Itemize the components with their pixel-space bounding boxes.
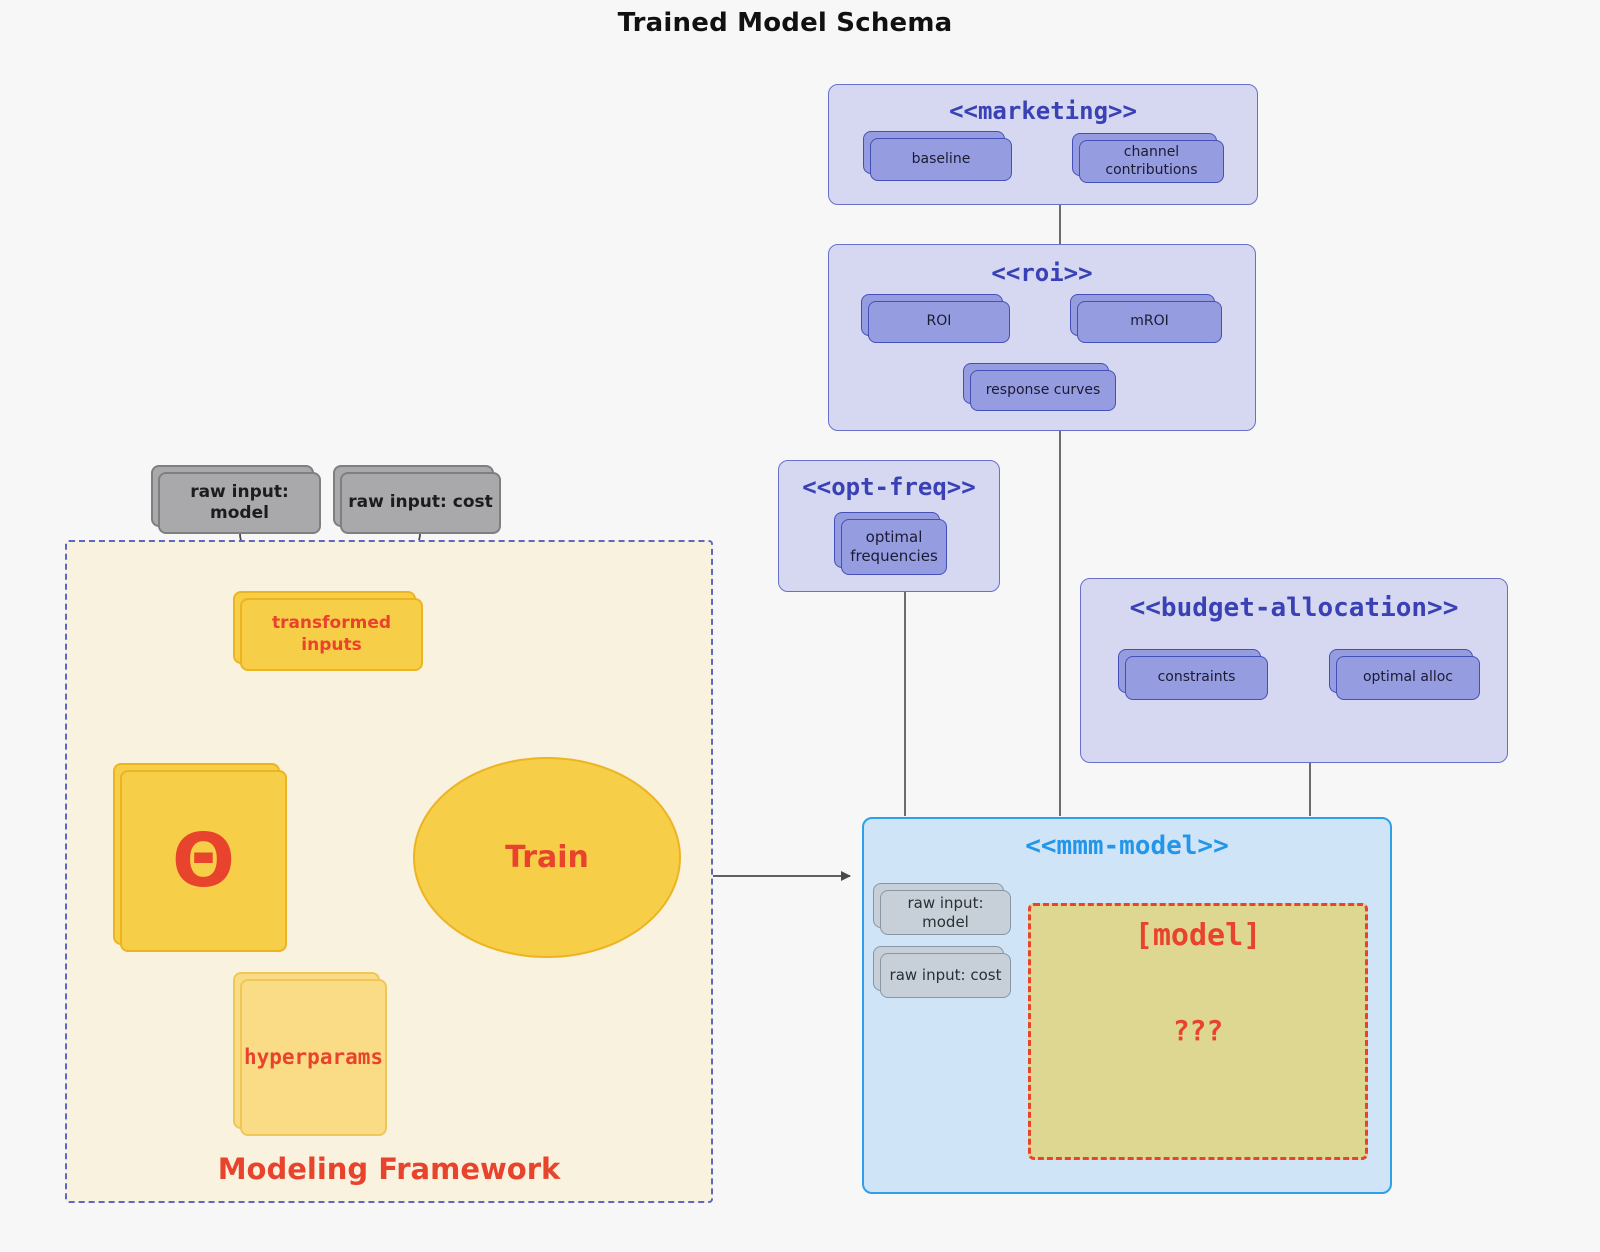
theta-symbol: Θ (172, 817, 235, 904)
node-label: raw input: cost (348, 492, 493, 513)
node-label: optimal frequencies (850, 528, 938, 565)
node-label: transformed inputs (271, 613, 392, 655)
node-label: hyperparams (243, 1045, 384, 1070)
group-marketing-title: <<marketing>> (949, 97, 1137, 125)
node-mmm-raw-input-cost: raw input: cost (873, 946, 1011, 998)
node-label: response curves (985, 381, 1101, 398)
node-label: Train (505, 840, 589, 875)
node-raw-input-cost: raw input: cost (333, 465, 501, 534)
framework-label: Modeling Framework (217, 1152, 561, 1186)
node-label: optimal alloc (1362, 669, 1453, 686)
node-roi: ROI (861, 294, 1010, 343)
model-unknown-text: ??? (1172, 1014, 1224, 1047)
node-label: baseline (911, 150, 971, 167)
group-opt-freq-title: <<opt-freq>> (802, 473, 976, 501)
group-mmm-model-title: <<mmm-model>> (1025, 831, 1229, 861)
node-train: Train (413, 757, 681, 958)
node-baseline: baseline (863, 131, 1012, 181)
node-label: raw input: cost (889, 966, 1002, 985)
node-theta: Θ (113, 763, 287, 952)
node-label: raw input: model (190, 481, 289, 523)
node-raw-input-model: raw input: model (151, 465, 321, 534)
group-budget-allocation-title: <<budget-allocation>> (1129, 593, 1459, 623)
node-mmm-raw-input-model: raw input: model (873, 883, 1011, 935)
model-label: [model] (1134, 918, 1262, 953)
node-label: raw input: model (907, 893, 984, 931)
node-hyperparams: hyperparams (233, 972, 387, 1136)
node-optimal-frequencies: optimal frequencies (834, 512, 947, 575)
node-channel-contributions: channel contributions (1072, 133, 1224, 183)
node-mroi: mROI (1070, 294, 1222, 343)
node-response-curves: response curves (963, 363, 1116, 411)
group-roi-title: <<roi>> (991, 259, 1093, 287)
node-constraints: constraints (1118, 649, 1268, 700)
node-label: mROI (1130, 313, 1169, 330)
node-transformed-inputs: transformed inputs (233, 591, 423, 671)
node-label: channel contributions (1105, 144, 1198, 178)
diagram-title: Trained Model Schema (617, 8, 953, 38)
node-model-placeholder-box: [model] ??? (1028, 903, 1368, 1160)
node-label: constraints (1157, 669, 1236, 686)
node-optimal-alloc: optimal alloc (1329, 649, 1480, 700)
node-label: ROI (926, 313, 952, 330)
